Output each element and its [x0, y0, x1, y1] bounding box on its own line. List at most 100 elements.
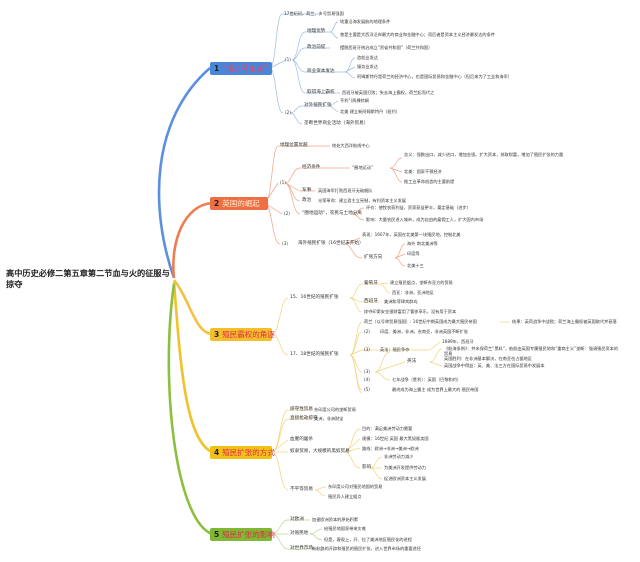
t3-sp2: 掠夺印第安金银财富用了奢侈享乐，没有用于资本	[364, 309, 457, 314]
t4-trade: 掠夺性贸易	[290, 407, 313, 412]
t4-s: 奴隶贸易，大规模的黑奴贸易	[290, 449, 350, 454]
t3-b1r: 结果：英荷战争中战败；荷兰海上霸权被英国取代并衰落	[512, 319, 617, 324]
branch-line-5	[167, 283, 213, 536]
t1-intro: 17世纪初，荷兰、乡号贸易强国	[284, 11, 344, 16]
t1-sea: 取得海上霸权	[307, 90, 335, 95]
t2-ov1: 海外 南北美洲等	[407, 241, 438, 246]
t1-com1: 造船业发达	[357, 55, 378, 60]
t3-b1: 荷兰（以号称贸易强国）: 16世纪中期英国成为最大殖民帝国	[364, 319, 477, 324]
t5-a: 对欧洲	[290, 517, 304, 522]
t3-b3e: 英国胜利：在非洲基本解决，在南亚也占据地区	[444, 356, 532, 361]
t4-s2: 规模：16世纪 英国 最大黑奴贩卖国	[362, 436, 429, 441]
branch-line-4	[172, 281, 213, 454]
t1-geo: 地理优势	[307, 29, 326, 34]
t2-a: (1)	[280, 180, 286, 185]
t2-ov: 海外殖民扩张（16世纪末开始）	[298, 241, 364, 246]
t4-s5: 为美洲开发提供劳动力	[384, 465, 426, 470]
t2-c: (3)	[282, 241, 288, 246]
t3-b5: (5)	[364, 387, 370, 392]
t3-a: 15、16世纪的殖民扩张	[290, 295, 339, 300]
t5-c: 对世界市场	[290, 546, 313, 551]
t4-s4: 非洲劳动力减少	[384, 454, 414, 459]
t1-geo2: 曾是主要是大西洋沿岸最大的商业和金融中心；而后者是资本主义经济最发达的条件	[340, 32, 495, 37]
t4-trade1: 东印度公司的垄断贸易	[314, 407, 356, 412]
t3-b2a: 印度、美洲，非洲，东南亚，非洲英国不断扩张	[380, 329, 468, 334]
t2-pol: 政治	[302, 198, 312, 203]
t1-a: (1)	[285, 57, 291, 62]
branch-line-2	[172, 201, 213, 279]
t1-exp1: 亨利“(两棵棕榈	[340, 98, 369, 103]
topic-5-number: 5	[214, 530, 220, 539]
t1-pol1: 摆脱西班牙统治成立“资省共和国”（荷兰共和国）	[340, 45, 433, 50]
t3-b3m: 英法	[407, 359, 417, 364]
t2-mil: 军事	[302, 188, 312, 193]
topic-1-title: “海上马车夫”	[222, 64, 268, 73]
t3-b: 17、18世纪的殖民扩张	[290, 352, 339, 357]
t3-b3c: (3)	[364, 369, 370, 374]
topic-1[interactable]: 1“海上马车夫”	[210, 62, 272, 75]
t5-a1: 加速欧洲资本的原始积累	[312, 517, 359, 522]
t3-b3: (3)	[364, 347, 370, 352]
t1-sea1: 西班牙被英国打败；失去海上霸权，荷兰起而代之	[342, 90, 435, 95]
t3-pt1: 建立殖民据点，垄断东亚方的贸易	[390, 280, 453, 285]
topic-1-number: 1	[214, 64, 220, 73]
t4-eq: 不平等贸易	[290, 487, 313, 492]
t3-b3a: 英法：殖民争夺	[380, 347, 410, 352]
t4-s1: 目的：满足美洲劳动力需要	[362, 426, 413, 431]
t3-sp1: 美洲和菲律宾群岛	[384, 299, 418, 304]
t1-pol: 政治前提	[307, 45, 326, 50]
t3-b3f: 英国战争中得益：英、美、法三方在国际贸易中发展本	[444, 363, 545, 368]
t1-b: (2)	[285, 110, 291, 115]
t2-ov-m: 扩张方向	[364, 255, 383, 260]
t5-b: 对殖民地	[290, 531, 309, 536]
t1-co: 垄断世界商业活动（海外贸易）	[304, 121, 369, 126]
topic-2-title: 英国的崛起	[222, 199, 260, 208]
t1-com: 商业资本发达	[307, 69, 335, 74]
t3-b3b: 1689年，西班牙	[442, 339, 474, 344]
t2-enc1: 含义：强数出口，减少进口，增加金银。扩大资本，掠取财富，增加了殖民扩张的力量	[404, 152, 564, 157]
t2-enc2: 北美：国家干预经济	[404, 169, 442, 174]
branch-line-3	[172, 279, 213, 336]
t4-t3: 血腥的屠杀	[290, 437, 313, 442]
t4-eq1: 东印度公司对殖民地国的贸易	[328, 484, 383, 489]
t5-b2: 但是，客观上，开、拉了美洲地区殖民化的进程	[324, 537, 412, 542]
t2-rev2: 影响：大量农民进入城市，成为自由的雇佣工人，扩大国内市场	[366, 217, 484, 222]
t4-s6: 促进欧洲资本主义发展	[384, 476, 426, 481]
t1-com2: 服务业发达	[357, 64, 378, 69]
t1-geo1: 地重沿海发展航的地理条件	[340, 19, 391, 24]
t2-ov0: 表现：1607年，英国在北美第一块殖民地，控制北美	[362, 232, 461, 237]
t4-s-m: 影响	[362, 465, 372, 470]
t2-ov2: 印度等	[407, 251, 420, 256]
t2-enc3: 推工业革命创造的主要前提	[404, 179, 455, 184]
topic-5-title: 殖民扩张的影响	[222, 530, 275, 539]
t2-pol1: 光荣革命：建立君主立宪制，有利资本主义发展	[318, 198, 406, 203]
t2-rev1: 评价：使牧农获利益，资家获益更丰，奠定基础（进步）	[366, 205, 471, 210]
t4-t2: 直接抢劫掠夺	[290, 416, 318, 421]
t3-b3d: 《航海条例》：并未保荷兰“黑料”，航船由英国专属殖民地和“重商主义”垄断：强调殖…	[444, 346, 619, 356]
topic-3-number: 3	[214, 330, 220, 339]
t3-b4a: 七年战争（胜利）：英国（巴黎和约）	[392, 377, 462, 382]
t1-exp: 对外殖民扩张	[304, 103, 332, 108]
topic-4-title: 殖民扩张的方式	[222, 448, 275, 457]
t1-exp2: 北美 建立新阿姆斯特丹（纽约）	[340, 109, 400, 114]
topic-4-number: 4	[214, 448, 220, 457]
t5-c1: 新航路的开辟和殖民的殖民扩张，进入世界市场的重要途径	[312, 546, 421, 551]
t2-b: (2)	[284, 211, 290, 216]
t2-rev: “圈地运动”，农民与土地分离	[302, 211, 362, 216]
t2-econ: 经济条件	[302, 165, 321, 170]
t3-pt: 葡萄牙	[364, 281, 378, 286]
t2-ov3: 北美十三	[407, 263, 424, 268]
t3-b5a: 最终成为海上霸主 成为世界上最大的 殖民帝国	[392, 387, 479, 392]
t2-mil1: 英国海军打败西班牙无敌舰队	[318, 188, 373, 193]
t1-com3: 阿姆斯特丹是荷兰的经济中心，也是国际贸易和金融中心（但后来为了工业和海军）	[357, 74, 512, 79]
t3-sp: 西班牙	[364, 299, 378, 304]
t4-eq2: 殖民异人建立据点	[328, 494, 362, 499]
t4-s3: 路线：欧洲→非洲→美洲→欧洲	[362, 446, 419, 451]
branch-line-1	[157, 67, 211, 279]
t3-pt2: 西亚：非洲，亚洲地区	[392, 290, 434, 295]
t3-b4: (4)	[364, 377, 370, 382]
